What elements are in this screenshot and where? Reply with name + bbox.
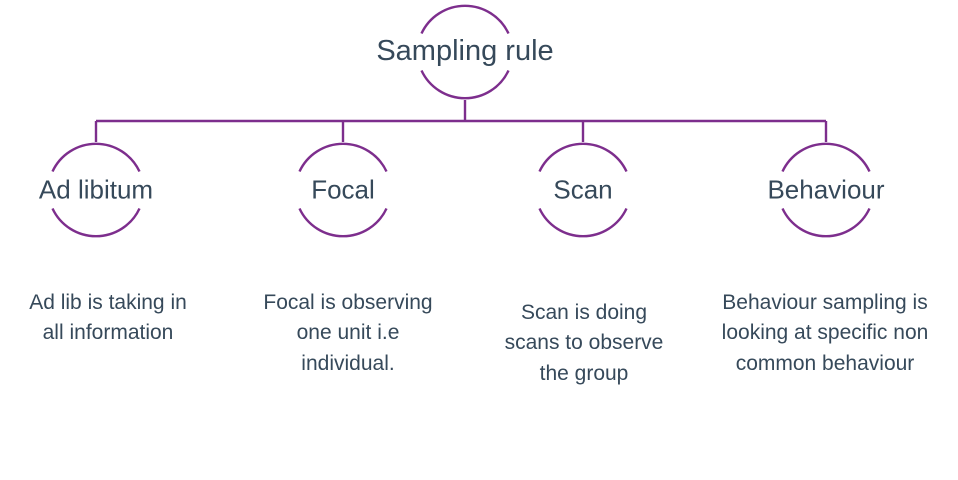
node-focal-label: Focal <box>302 176 384 205</box>
node-ad-libitum[interactable]: Ad libitum <box>29 176 163 205</box>
root-circle-arc-top <box>420 4 510 35</box>
ad-libitum-circle-arc-top <box>51 142 141 173</box>
description-ad-libitum: Ad lib is taking in all information <box>29 291 187 345</box>
behaviour-circle-arc-bottom <box>781 207 871 238</box>
description-behaviour: Behaviour sampling is looking at specifi… <box>721 291 929 375</box>
node-root-label: Sampling rule <box>367 35 563 68</box>
node-ad-libitum-label: Ad libitum <box>29 176 163 205</box>
root-circle-arc-bottom <box>420 69 510 100</box>
node-behaviour-label: Behaviour <box>758 176 894 205</box>
focal-circle-arc-bottom <box>298 207 388 238</box>
node-focal[interactable]: Focal <box>302 176 384 205</box>
ad-libitum-circle-arc-bottom <box>51 207 141 238</box>
node-root[interactable]: Sampling rule <box>367 35 563 68</box>
focal-circle-arc-top <box>298 142 388 173</box>
description-scan: Scan is doing scans to observe the group <box>504 301 664 385</box>
scan-circle-arc-top <box>538 142 628 173</box>
node-scan-label: Scan <box>544 176 622 205</box>
scan-circle-arc-bottom <box>538 207 628 238</box>
description-focal: Focal is observing one unit i.e individu… <box>263 291 433 375</box>
node-scan[interactable]: Scan <box>544 176 622 205</box>
behaviour-circle-arc-top <box>781 142 871 173</box>
node-behaviour[interactable]: Behaviour <box>758 176 894 205</box>
